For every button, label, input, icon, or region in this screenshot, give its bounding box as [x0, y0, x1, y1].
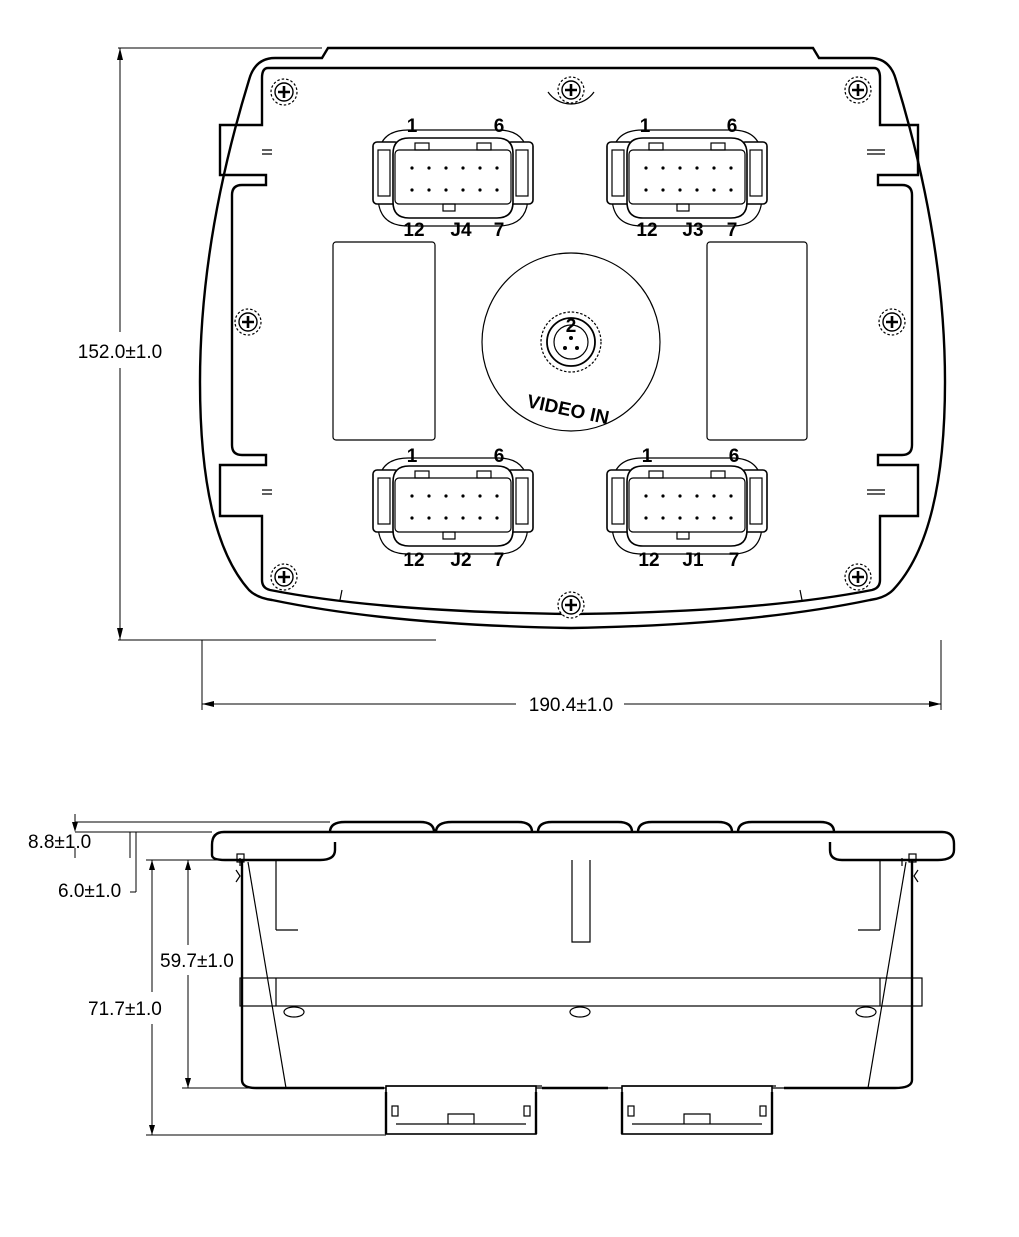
- pin-label: 6: [494, 116, 505, 137]
- width-dimension-label: 190.4±1.0: [529, 695, 613, 716]
- pin-label: 1: [407, 116, 418, 137]
- video-in-label: VIDEO IN: [525, 391, 611, 429]
- left-label-panel: [332, 241, 436, 441]
- pin-label: 12: [636, 220, 657, 241]
- pin-label: 7: [494, 220, 505, 241]
- connector-j2: 1 6 12 J2 7: [372, 446, 534, 571]
- connector-j1: 1 6 12 J1 7: [606, 446, 768, 571]
- pin-label: 1: [642, 446, 653, 467]
- pin-label: 7: [727, 220, 738, 241]
- screw-icon: [556, 75, 586, 105]
- overall-depth-dimension: 71.7±1.0: [88, 859, 386, 1136]
- video-in-connector: 2 VIDEO IN: [481, 252, 661, 432]
- screw-icon: [877, 307, 907, 337]
- bezel: [210, 830, 956, 862]
- body-depth-label: 59.7±1.0: [160, 951, 234, 972]
- connector-plug: [620, 1084, 774, 1136]
- flange-thickness-dimension: 6.0±1.0: [58, 832, 137, 902]
- overall-depth-label: 71.7±1.0: [88, 999, 162, 1020]
- top-view: 1 6 12 J4 7 1 6 12 J3 7 1 6 12 J2 7 1 6 …: [78, 46, 947, 716]
- connector-name: J2: [450, 550, 471, 571]
- screw-icon: [269, 562, 299, 592]
- height-dimension-label: 152.0±1.0: [78, 342, 162, 363]
- pin-label: 6: [494, 446, 505, 467]
- connector-name: J1: [682, 550, 704, 571]
- pin-label: 7: [729, 550, 740, 571]
- pin-label: 7: [494, 550, 505, 571]
- screw-icon: [556, 590, 586, 620]
- connector-name: J4: [450, 220, 472, 241]
- connector-j4: 1 6 12 J4 7: [372, 116, 534, 241]
- pin-label: 1: [407, 446, 418, 467]
- pin-label: 12: [403, 220, 424, 241]
- bezel-thickness-dimension: 8.8±1.0: [28, 814, 330, 858]
- pin-label: 6: [729, 446, 740, 467]
- connector-plug: [384, 1084, 538, 1136]
- right-label-panel: [706, 241, 808, 441]
- pin-label: 6: [727, 116, 738, 137]
- connector-j3: 1 6 12 J3 7: [606, 116, 768, 241]
- screw-icon: [843, 562, 873, 592]
- side-view: 8.8±1.0 6.0±1.0 59.7±1.0 71.7±1.0: [28, 814, 956, 1136]
- pin-label: 12: [403, 550, 424, 571]
- flange-thickness-label: 6.0±1.0: [58, 881, 121, 902]
- video-pin-number: 2: [566, 316, 577, 337]
- width-dimension: 190.4±1.0: [201, 640, 942, 716]
- screw-icon: [269, 77, 299, 107]
- housing-outline: [198, 46, 947, 630]
- pin-label: 1: [640, 116, 651, 137]
- connector-name: J3: [682, 220, 703, 241]
- body: [240, 860, 914, 1090]
- pin-label: 12: [638, 550, 659, 571]
- screw-icon: [233, 307, 263, 337]
- bezel-thickness-label: 8.8±1.0: [28, 832, 91, 853]
- screw-icon: [843, 75, 873, 105]
- height-dimension: 152.0±1.0: [78, 47, 436, 641]
